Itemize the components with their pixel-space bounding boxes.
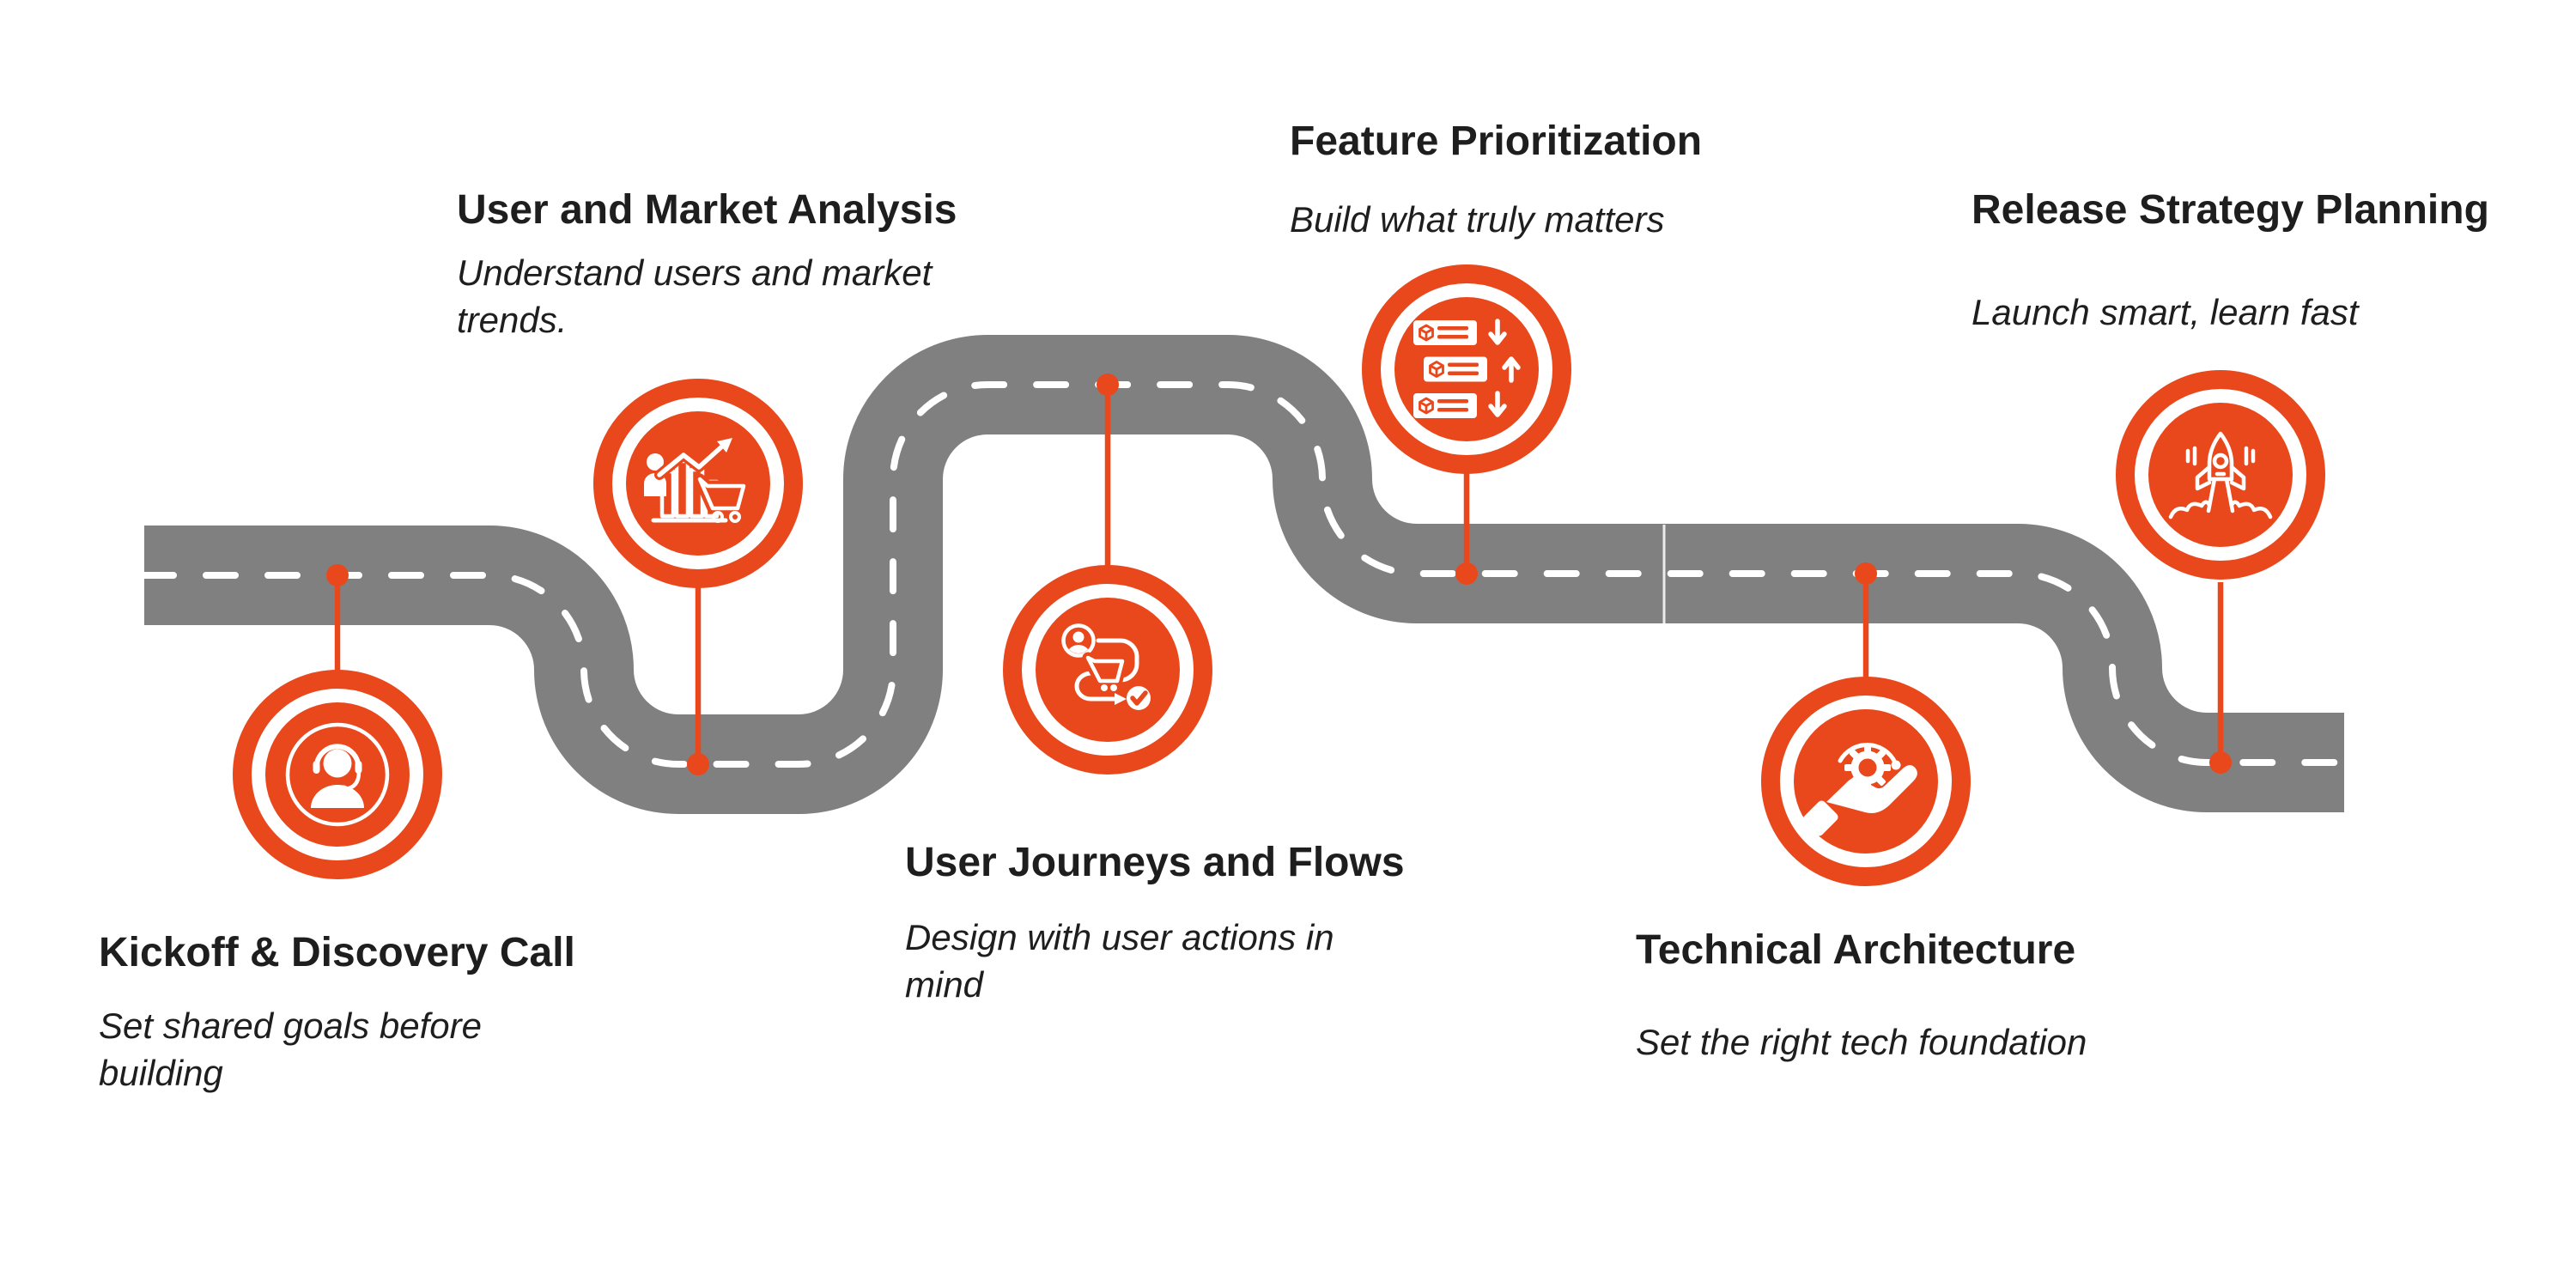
milestone-ring: [1003, 565, 1212, 775]
headset-agent-icon: [285, 722, 390, 827]
milestone-title: Release Strategy Planning: [1971, 187, 2489, 233]
connector-dot: [1455, 562, 1478, 585]
milestone-text-feature-prioritization: Feature Prioritization Build what truly …: [1290, 118, 1891, 243]
user-journey-icon: [1061, 623, 1151, 710]
milestone-title: User Journeys and Flows: [905, 840, 1405, 885]
milestone-subtitle: Build what truly matters: [1290, 198, 1665, 240]
milestone-subtitle: Launch smart, learn fast: [1971, 291, 2359, 332]
connector-dot: [2209, 751, 2232, 774]
milestone-subtitle: Understand users and market trends.: [457, 252, 933, 341]
milestone-ring: [1761, 677, 1971, 886]
connector-dot: [326, 564, 349, 586]
milestone-subtitle: Set shared goals before building: [99, 1005, 482, 1094]
milestone-title: Technical Architecture: [1636, 927, 2076, 973]
milestone-text-kickoff: Kickoff & Discovery Call Set shared goal…: [99, 930, 700, 1097]
milestone-node-5: [1761, 562, 1971, 886]
rocket-launch-icon: [2168, 431, 2273, 519]
milestone-text-user-market-analysis: User and Market Analysis Understand user…: [457, 187, 1058, 344]
milestone-node-4: [1362, 264, 1571, 585]
milestone-ring: [2116, 370, 2325, 580]
hand-gear-icon: [1802, 742, 1917, 836]
milestone-title: Feature Prioritization: [1290, 118, 1703, 164]
milestone-subtitle: Design with user actions in mind: [905, 916, 1334, 1005]
milestone-title: Kickoff & Discovery Call: [99, 930, 575, 975]
milestone-title: User and Market Analysis: [457, 187, 957, 233]
connector-dot: [1855, 562, 1877, 585]
road-center-dashes: [141, 381, 2348, 768]
connector-dot: [687, 753, 709, 775]
connector-dot: [1097, 374, 1119, 396]
milestone-text-release-strategy: Release Strategy Planning Launch smart, …: [1971, 187, 2573, 336]
milestone-node-6: [2116, 370, 2325, 774]
milestone-ring: [233, 670, 442, 879]
milestone-text-user-journeys: User Journeys and Flows Design with user…: [905, 840, 1506, 1009]
market-analysis-icon: [644, 438, 750, 523]
milestone-subtitle: Set the right tech foundation: [1636, 1021, 2087, 1062]
milestone-node-3: [1003, 374, 1212, 775]
feature-priority-icon: [1413, 319, 1521, 418]
milestone-node-1: [233, 564, 442, 879]
milestone-text-technical-architecture: Technical Architecture Set the right tec…: [1636, 927, 2237, 1066]
milestone-ring: [1362, 264, 1571, 474]
milestone-ring: [593, 379, 803, 588]
milestone-node-2: [593, 379, 803, 775]
